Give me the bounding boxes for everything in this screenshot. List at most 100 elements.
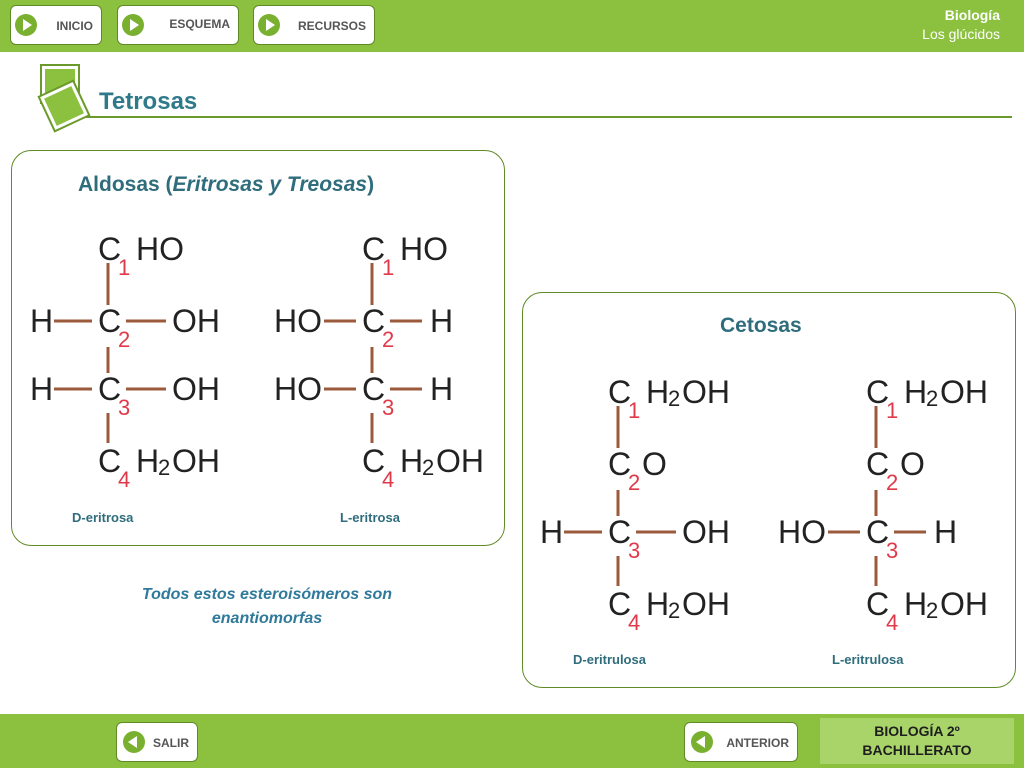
svg-text:HO: HO	[400, 231, 448, 267]
svg-text:OH: OH	[682, 374, 730, 410]
esquema-button[interactable]: ESQUEMA	[117, 5, 239, 45]
svg-text:C: C	[866, 514, 889, 550]
svg-text:O: O	[642, 446, 667, 482]
svg-text:2: 2	[926, 598, 938, 623]
salir-button[interactable]: SALIR	[116, 722, 198, 762]
svg-text:HO: HO	[274, 371, 322, 407]
course-badge: BIOLOGÍA 2º BACHILLERATO	[820, 718, 1014, 764]
inicio-button[interactable]: INICIO	[10, 5, 102, 45]
anterior-button[interactable]: ANTERIOR	[684, 722, 798, 762]
svg-text:3: 3	[628, 538, 640, 563]
svg-text:OH: OH	[172, 371, 220, 407]
svg-text:H: H	[934, 514, 957, 550]
back-icon	[691, 731, 713, 753]
play-icon	[15, 14, 37, 36]
svg-text:C: C	[98, 303, 121, 339]
svg-text:H: H	[904, 374, 927, 410]
svg-text:C: C	[98, 443, 121, 479]
svg-text:C: C	[362, 443, 385, 479]
svg-text:2: 2	[628, 470, 640, 495]
svg-text:2: 2	[422, 455, 434, 480]
svg-text:OH: OH	[940, 374, 988, 410]
svg-text:4: 4	[628, 610, 640, 635]
svg-text:HO: HO	[274, 303, 322, 339]
brand: Biología Los glúcidos	[922, 7, 1000, 42]
svg-text:HO: HO	[778, 514, 826, 550]
svg-text:2: 2	[886, 470, 898, 495]
svg-text:H: H	[646, 586, 669, 622]
svg-text:HO: HO	[136, 231, 184, 267]
svg-text:2: 2	[926, 386, 938, 411]
svg-text:1: 1	[628, 398, 640, 423]
section-divider	[86, 116, 1012, 118]
svg-text:C: C	[866, 374, 889, 410]
svg-text:2: 2	[382, 327, 394, 352]
aldosas-title: Aldosas (Eritrosas y Treosas)	[78, 173, 375, 196]
svg-text:C: C	[866, 446, 889, 482]
svg-text:1: 1	[886, 398, 898, 423]
l-eritrulosa-structure: C H 2 OH C O HO C H C H 2 OH 1 2 3 4	[778, 374, 988, 635]
play-icon	[122, 14, 144, 36]
l-eritrosa-caption: L-eritrosa	[340, 510, 400, 525]
d-eritrosa-structure: C HO H C OH H C OH C H 2 OH 1 2 3 4	[30, 231, 220, 492]
svg-text:4: 4	[118, 467, 130, 492]
svg-text:H: H	[540, 514, 563, 550]
svg-text:3: 3	[886, 538, 898, 563]
section-squares-icon	[38, 66, 88, 130]
svg-text:2: 2	[668, 598, 680, 623]
svg-text:OH: OH	[682, 586, 730, 622]
svg-text:OH: OH	[172, 303, 220, 339]
svg-text:H: H	[400, 443, 423, 479]
brand-topic: Los glúcidos	[922, 26, 1000, 42]
svg-text:C: C	[608, 446, 631, 482]
svg-text:OH: OH	[436, 443, 484, 479]
svg-text:C: C	[608, 374, 631, 410]
recursos-label: RECURSOS	[297, 19, 366, 33]
l-eritrulosa-caption: L-eritrulosa	[832, 652, 904, 667]
inicio-label: INICIO	[56, 19, 93, 33]
svg-text:O: O	[900, 446, 925, 482]
svg-text:C: C	[362, 231, 385, 267]
back-icon	[123, 731, 145, 753]
carbon-label: C	[98, 231, 121, 267]
course-line-1: BIOLOGÍA 2º	[874, 723, 960, 739]
section-title: Tetrosas	[99, 88, 198, 115]
svg-text:C: C	[362, 371, 385, 407]
svg-text:OH: OH	[940, 586, 988, 622]
cetosas-panel	[522, 292, 1016, 688]
svg-text:C: C	[362, 303, 385, 339]
svg-text:C: C	[98, 371, 121, 407]
svg-text:H: H	[30, 303, 53, 339]
svg-text:H: H	[136, 443, 159, 479]
svg-text:H: H	[646, 374, 669, 410]
enantiomers-note: Todos estos esteroisómeros son enantiomo…	[141, 586, 393, 627]
svg-text:H: H	[430, 371, 453, 407]
recursos-button[interactable]: RECURSOS	[253, 5, 375, 45]
svg-text:1: 1	[118, 255, 130, 280]
svg-text:2: 2	[668, 386, 680, 411]
svg-text:2: 2	[118, 327, 130, 352]
course-line-2: BACHILLERATO	[862, 742, 972, 758]
l-eritrosa-structure: C HO HO C H HO C H C H 2 OH 1 2 3 4	[274, 231, 484, 492]
d-eritrulosa-structure: C H 2 OH C O H C OH C H 2 OH 1 2 3 4	[540, 374, 730, 635]
svg-text:C: C	[866, 586, 889, 622]
aldosas-panel	[11, 150, 505, 546]
svg-text:OH: OH	[682, 514, 730, 550]
svg-text:3: 3	[382, 395, 394, 420]
svg-text:H: H	[430, 303, 453, 339]
svg-text:OH: OH	[172, 443, 220, 479]
d-eritrulosa-caption: D-eritrulosa	[573, 652, 646, 667]
svg-text:C: C	[608, 514, 631, 550]
play-icon	[258, 14, 280, 36]
svg-text:1: 1	[382, 255, 394, 280]
esquema-label: ESQUEMA	[169, 17, 230, 31]
svg-text:3: 3	[118, 395, 130, 420]
anterior-label: ANTERIOR	[726, 736, 789, 750]
d-eritrosa-caption: D-eritrosa	[72, 510, 134, 525]
svg-text:4: 4	[382, 467, 394, 492]
salir-label: SALIR	[153, 736, 189, 750]
svg-text:2: 2	[158, 455, 170, 480]
cetosas-title: Cetosas	[720, 314, 802, 337]
svg-text:4: 4	[886, 610, 898, 635]
svg-text:C: C	[608, 586, 631, 622]
